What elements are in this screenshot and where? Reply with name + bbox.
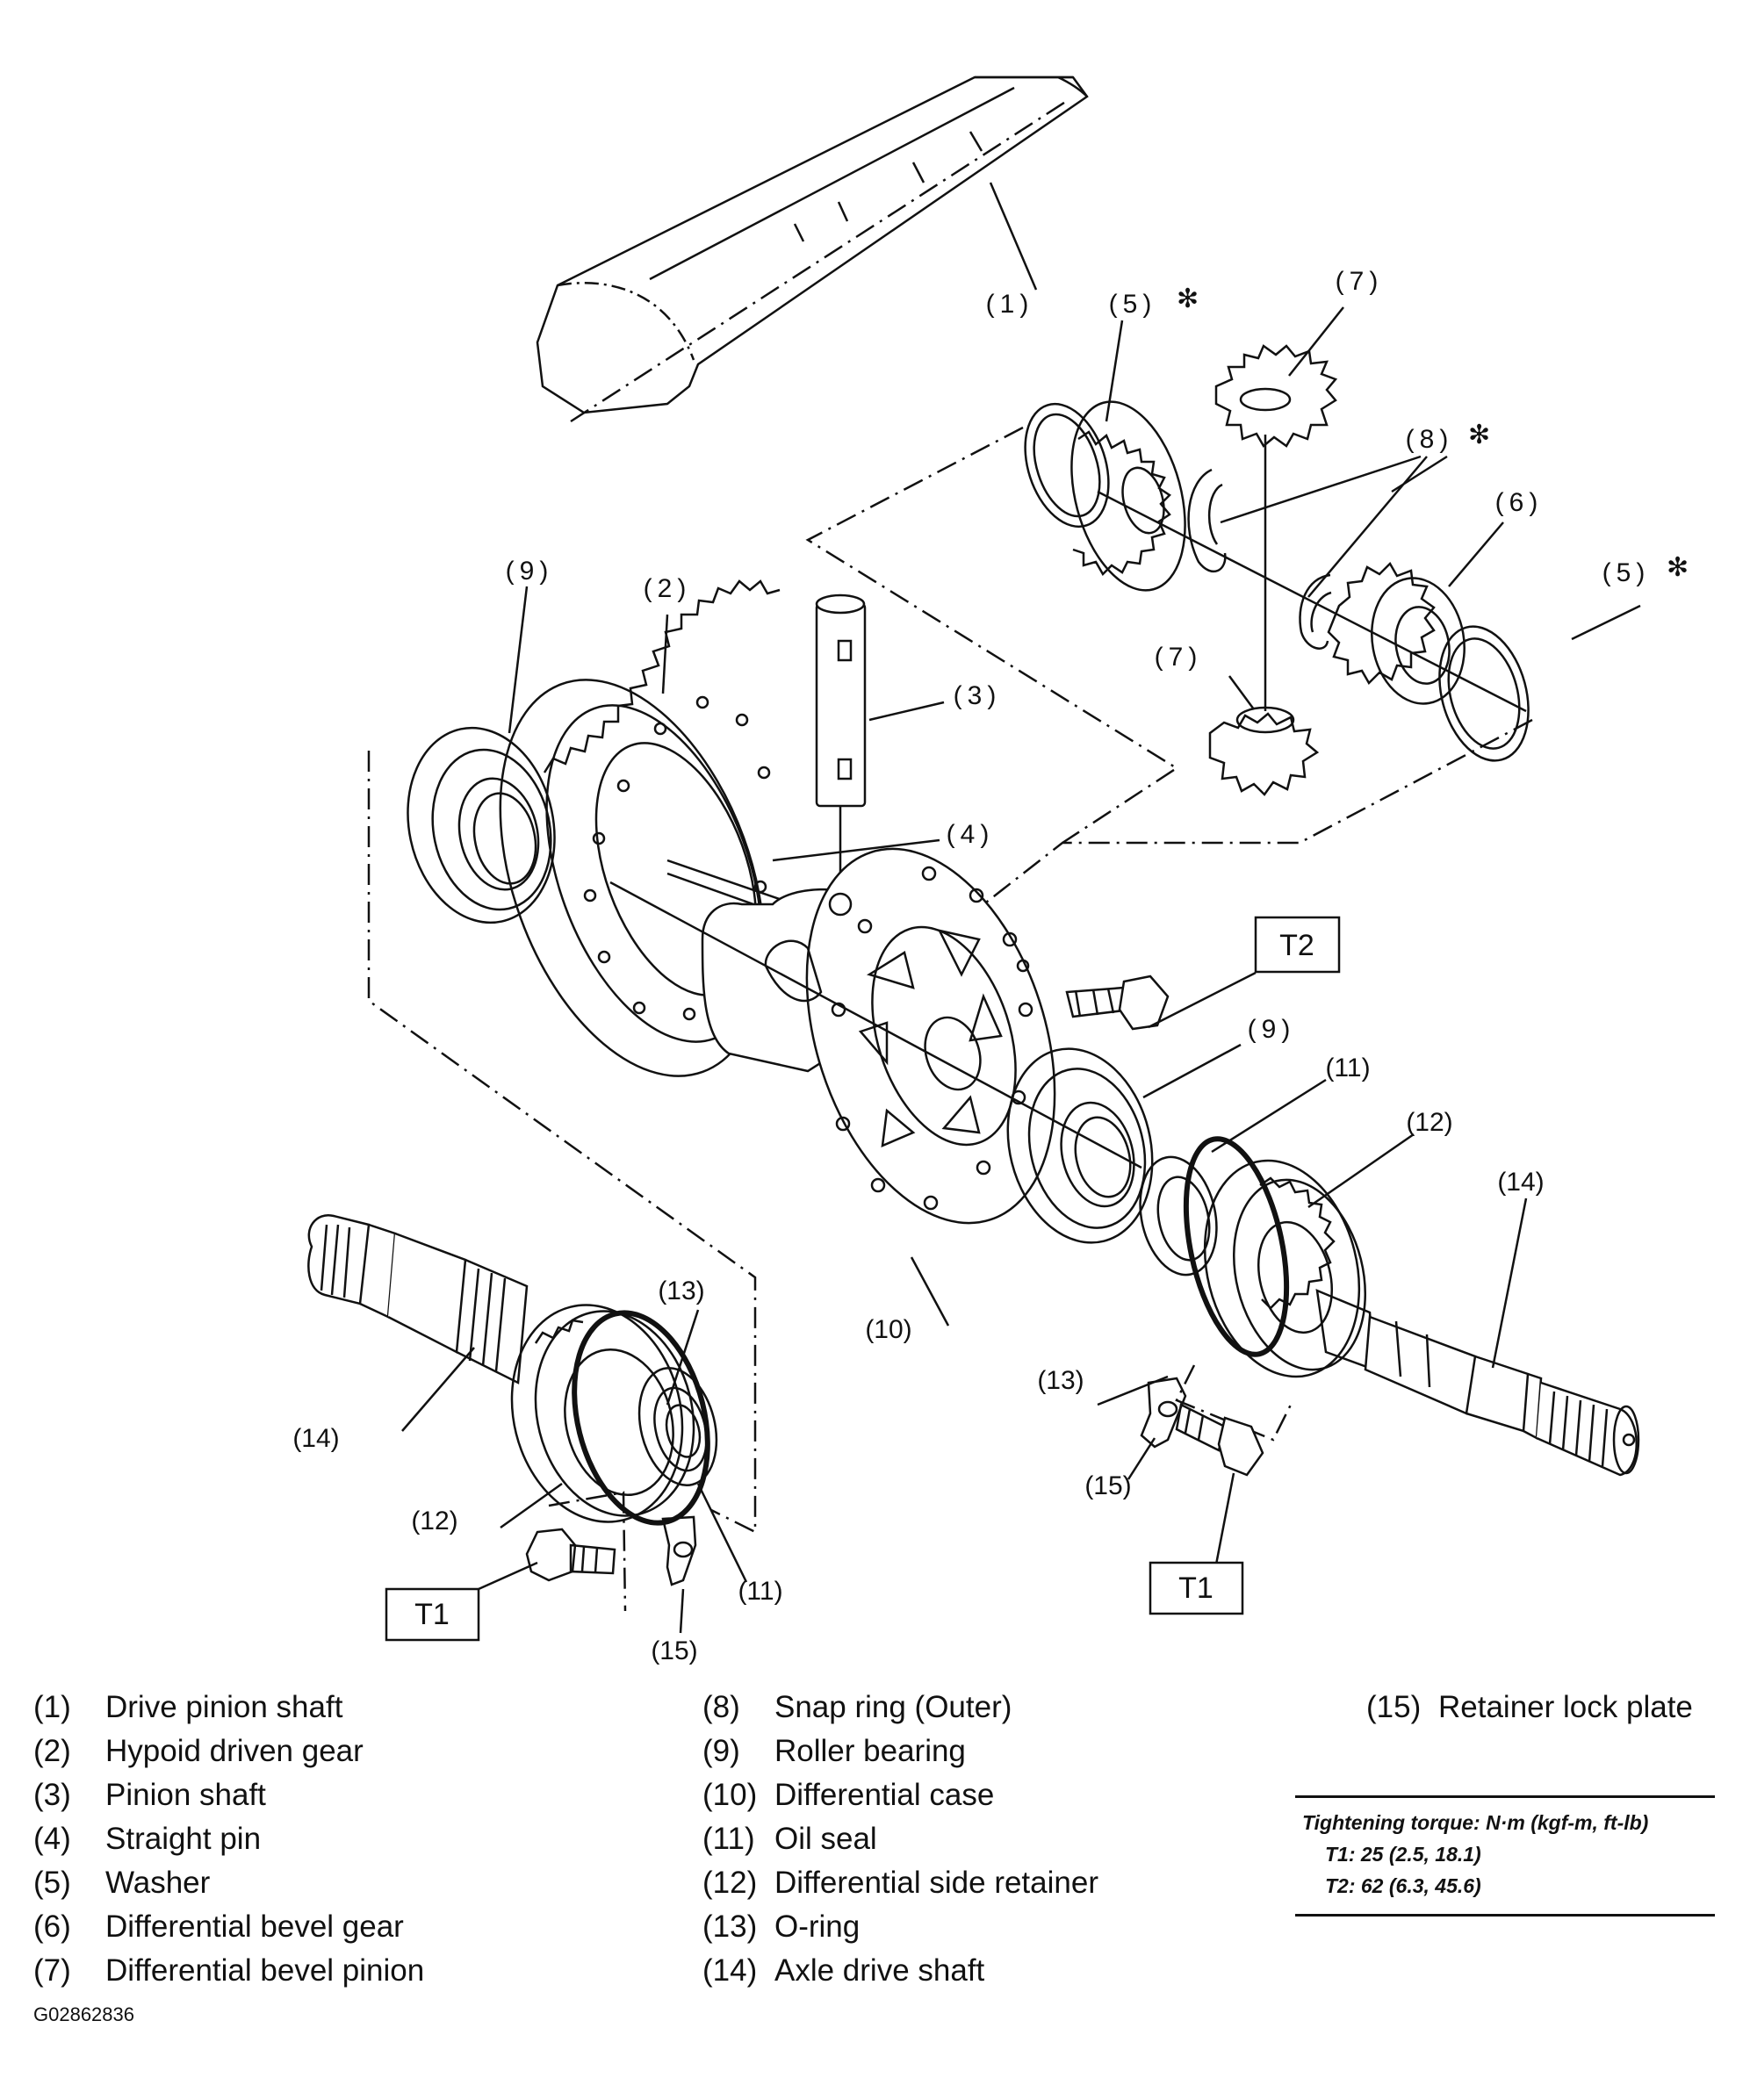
oil-seal-left (637, 1366, 718, 1487)
roller-bearing-left (407, 726, 556, 924)
retainer-lock-plate-right (1140, 1377, 1187, 1449)
legend-item: (3)Pinion shaft (33, 1778, 266, 1812)
legend-item: (13)O-ring (702, 1909, 861, 1944)
legend-item: (8)Snap ring (Outer) (702, 1690, 1012, 1724)
callout-15-left: (15) (651, 1636, 697, 1665)
callout-9-left: (9) (506, 557, 554, 586)
torque-spec-t2: T2: 62 (6.3, 45.6) (1325, 1874, 1481, 1897)
legend-item: (10)Differential case (702, 1778, 995, 1812)
callout-3: (3) (954, 681, 1002, 710)
callout-5-upper: (5) (1109, 290, 1157, 319)
asterisk-8: ✻ (1468, 421, 1490, 449)
legend-column-3: (15)Retainer lock plate (1366, 1686, 1693, 1730)
label-t1-left: T1 (414, 1598, 450, 1631)
straight-pin (666, 859, 796, 906)
legend-item: (6)Differential bevel gear (33, 1909, 404, 1944)
callout-13-left: (13) (658, 1277, 704, 1305)
callout-11-right: (11) (1325, 1054, 1370, 1082)
bevel-pinion-bottom (1208, 706, 1320, 796)
legend-item: (7)Differential bevel pinion (33, 1953, 425, 1988)
callout-2: (2) (644, 574, 692, 603)
retainer-lock-plate-left (661, 1515, 697, 1586)
torque-spec-t1: T1: 25 (2.5, 18.1) (1325, 1843, 1481, 1866)
label-t2: T2 (1279, 929, 1314, 962)
bevel-pinion-top (1214, 344, 1338, 448)
callout-14-left: (14) (292, 1424, 339, 1453)
callout-7-top: (7) (1336, 267, 1384, 296)
bevel-gear-upper (1070, 400, 1186, 592)
axle-drive-shaft-left (307, 1213, 529, 1384)
tightening-torque-spec: Tightening torque: N·m (kgf-m, ft-lb) T1… (1295, 1795, 1715, 1917)
callout-14-right: (14) (1497, 1168, 1544, 1197)
legend-item: (15)Retainer lock plate (1366, 1690, 1693, 1724)
callout-7-bottom: (7) (1155, 643, 1203, 672)
asterisk-5-right: ✻ (1667, 553, 1689, 582)
callout-11-left: (11) (738, 1577, 782, 1606)
bolt-t2 (1065, 974, 1170, 1031)
figure-code: G02862836 (33, 2003, 134, 2025)
bolt-t1-right (1175, 1403, 1264, 1477)
legend-column-1: (1)Drive pinion shaft (2)Hypoid driven g… (33, 1686, 424, 1993)
torque-spec-title: Tightening torque: N·m (kgf-m, ft-lb) (1302, 1811, 1649, 1834)
callout-12-right: (12) (1406, 1108, 1452, 1137)
asterisk-5-upper: ✻ (1177, 284, 1199, 313)
callout-6: (6) (1495, 488, 1544, 517)
legend-item: (1)Drive pinion shaft (33, 1690, 343, 1724)
callout-12-left: (12) (411, 1507, 457, 1535)
callout-13-right: (13) (1037, 1366, 1084, 1395)
legend-item: (11)Oil seal (702, 1822, 877, 1856)
legend-item: (2)Hypoid driven gear (33, 1734, 364, 1768)
drive-pinion-shaft (536, 76, 1089, 423)
legend-item: (14)Axle drive shaft (702, 1953, 985, 1988)
callout-5-right: (5) (1602, 558, 1651, 587)
legend-item: (12)Differential side retainer (702, 1866, 1098, 1900)
washer-upper (1024, 402, 1110, 529)
callout-4: (4) (947, 820, 995, 849)
o-ring-left (572, 1310, 710, 1526)
callout-1: (1) (986, 290, 1034, 319)
callout-10: (10) (865, 1315, 911, 1344)
bevel-gear-right (1327, 561, 1466, 705)
side-retainer-right (1203, 1159, 1367, 1378)
snap-ring-upper (1187, 468, 1227, 572)
bolt-t1-left (525, 1528, 616, 1582)
washer-right (1438, 625, 1530, 762)
callout-8: (8) (1406, 425, 1454, 454)
callout-15-right: (15) (1084, 1471, 1131, 1500)
legend-item: (9)Roller bearing (702, 1734, 966, 1768)
roller-bearing-right (1006, 1047, 1154, 1244)
pinion-shaft (815, 593, 867, 904)
callout-9-right: (9) (1248, 1015, 1296, 1044)
legend-item: (5)Washer (33, 1866, 211, 1900)
axle-drive-shaft-right (1315, 1289, 1640, 1477)
legend-column-2: (8)Snap ring (Outer) (9)Roller bearing (… (702, 1686, 1098, 1993)
differential-case (701, 847, 1056, 1225)
legend-item: (4)Straight pin (33, 1822, 262, 1856)
label-t1-right: T1 (1178, 1571, 1213, 1605)
exploded-view-diagram: T2 T1 T1 (1) (5) ✻ (7) (8) ✻ (6) (5) ✻ (… (292, 76, 1689, 1665)
o-ring-right (1183, 1136, 1290, 1357)
